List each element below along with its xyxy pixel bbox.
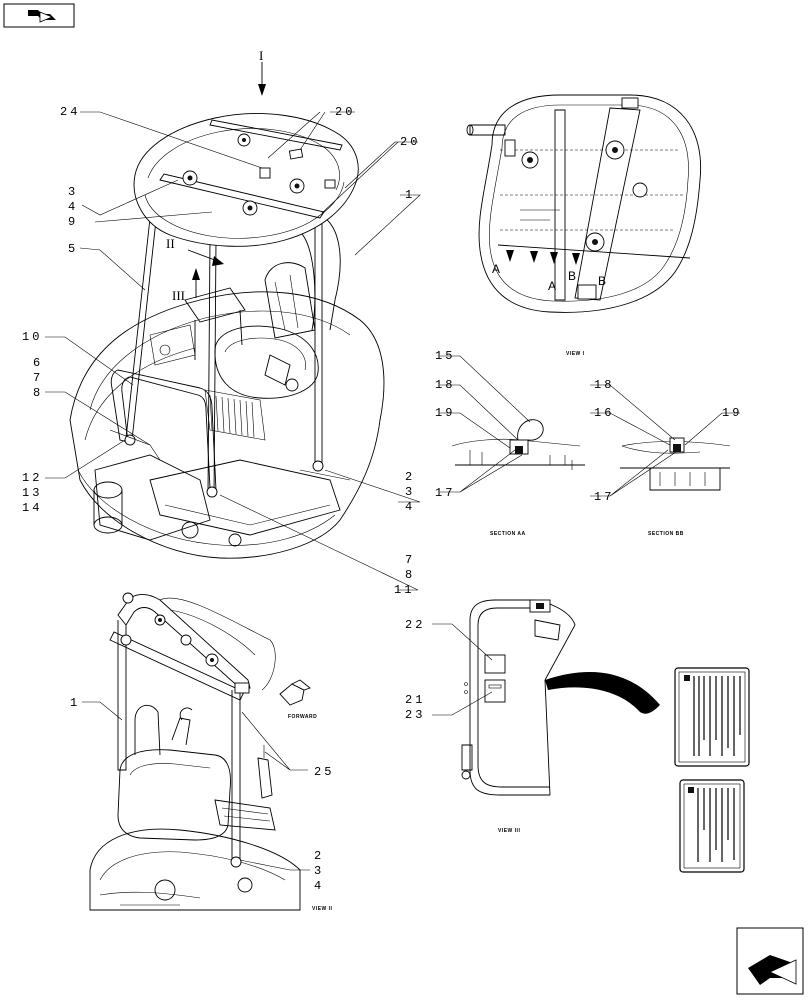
callout-19-aa: 19 xyxy=(435,406,455,420)
callout-14: 14 xyxy=(22,501,42,515)
callout-20-right: 20 xyxy=(400,135,420,149)
decal-label-lower xyxy=(679,779,745,873)
caption-view-2: VIEW II xyxy=(312,906,333,912)
callout-19-bb: 19 xyxy=(722,406,742,420)
callout-8-main: 8 xyxy=(33,386,43,400)
view-1-canopy-plan: A A B B VIEW I xyxy=(466,94,702,357)
decal-label-upper xyxy=(674,667,750,767)
callout-6: 6 xyxy=(33,356,43,370)
callout-22: 22 xyxy=(405,618,425,632)
view-2-rops-seat: 1 25 2 3 4 VIEW II FORWARD xyxy=(70,592,334,912)
callout-16: 16 xyxy=(594,406,614,420)
section-letter-a-left: A xyxy=(492,262,500,276)
view-mark-1: I xyxy=(259,48,263,63)
callout-7-main: 7 xyxy=(33,371,43,385)
nav-back-icon[interactable] xyxy=(3,3,75,28)
view-mark-2: II xyxy=(166,236,175,251)
callout-3-view2: 3 xyxy=(314,864,324,878)
caption-view-3: VIEW III xyxy=(498,828,520,834)
leader-lines-main xyxy=(45,111,421,591)
callout-3-main-b: 3 xyxy=(405,485,415,499)
callout-1-main: 1 xyxy=(405,188,415,202)
callout-25: 25 xyxy=(314,765,334,779)
caption-section-bb: SECTION BB xyxy=(648,531,684,537)
main-assembly-drawing xyxy=(69,62,385,559)
callout-17-bb: 17 xyxy=(594,490,614,504)
callout-1-view2: 1 xyxy=(70,696,80,710)
callout-10: 10 xyxy=(22,330,42,344)
caption-view-1: VIEW I xyxy=(566,351,585,357)
section-aa-detail: 15 18 19 17 SECTION AA xyxy=(435,349,585,537)
forward-arrow-icon xyxy=(279,679,311,706)
callout-4-main-b: 4 xyxy=(405,500,415,514)
callout-12: 12 xyxy=(22,471,42,485)
callout-17-aa: 17 xyxy=(435,486,455,500)
decal-labels xyxy=(674,667,750,873)
callout-21: 21 xyxy=(405,693,425,707)
caption-section-aa: SECTION AA xyxy=(490,531,526,537)
callout-20-left: 20 xyxy=(335,105,355,119)
callout-23: 23 xyxy=(405,708,425,722)
callout-11: 11 xyxy=(394,583,414,597)
view-mark-3: III xyxy=(172,288,185,303)
callouts-main: 24 20 20 1 3 4 9 5 10 6 7 8 12 13 14 2 3… xyxy=(22,48,420,597)
view-3-rops-rear: 22 21 23 VIEW III xyxy=(405,599,660,834)
callout-8-lower: 8 xyxy=(405,568,415,582)
canopy-bolts xyxy=(182,133,305,216)
callout-18-bb: 18 xyxy=(594,378,614,392)
callout-18-aa: 18 xyxy=(435,378,455,392)
callout-13: 13 xyxy=(22,486,42,500)
callout-15: 15 xyxy=(435,349,455,363)
callout-24: 24 xyxy=(60,105,80,119)
callout-3-main: 3 xyxy=(68,185,78,199)
callout-9: 9 xyxy=(68,215,78,229)
callout-7-lower: 7 xyxy=(405,553,415,567)
section-letter-b-left: B xyxy=(568,269,576,283)
callout-2-view2: 2 xyxy=(314,849,324,863)
section-letter-b-right: B xyxy=(598,274,606,288)
caption-forward: FORWARD xyxy=(288,714,317,720)
callout-4-view2: 4 xyxy=(314,879,324,893)
callout-5: 5 xyxy=(68,242,78,256)
section-letter-a-right: A xyxy=(548,279,556,293)
nav-forward-icon[interactable] xyxy=(736,927,804,995)
callout-2-main: 2 xyxy=(405,470,415,484)
callout-4-main: 4 xyxy=(68,200,78,214)
section-bb-detail: 18 16 19 17 SECTION BB xyxy=(590,378,742,537)
